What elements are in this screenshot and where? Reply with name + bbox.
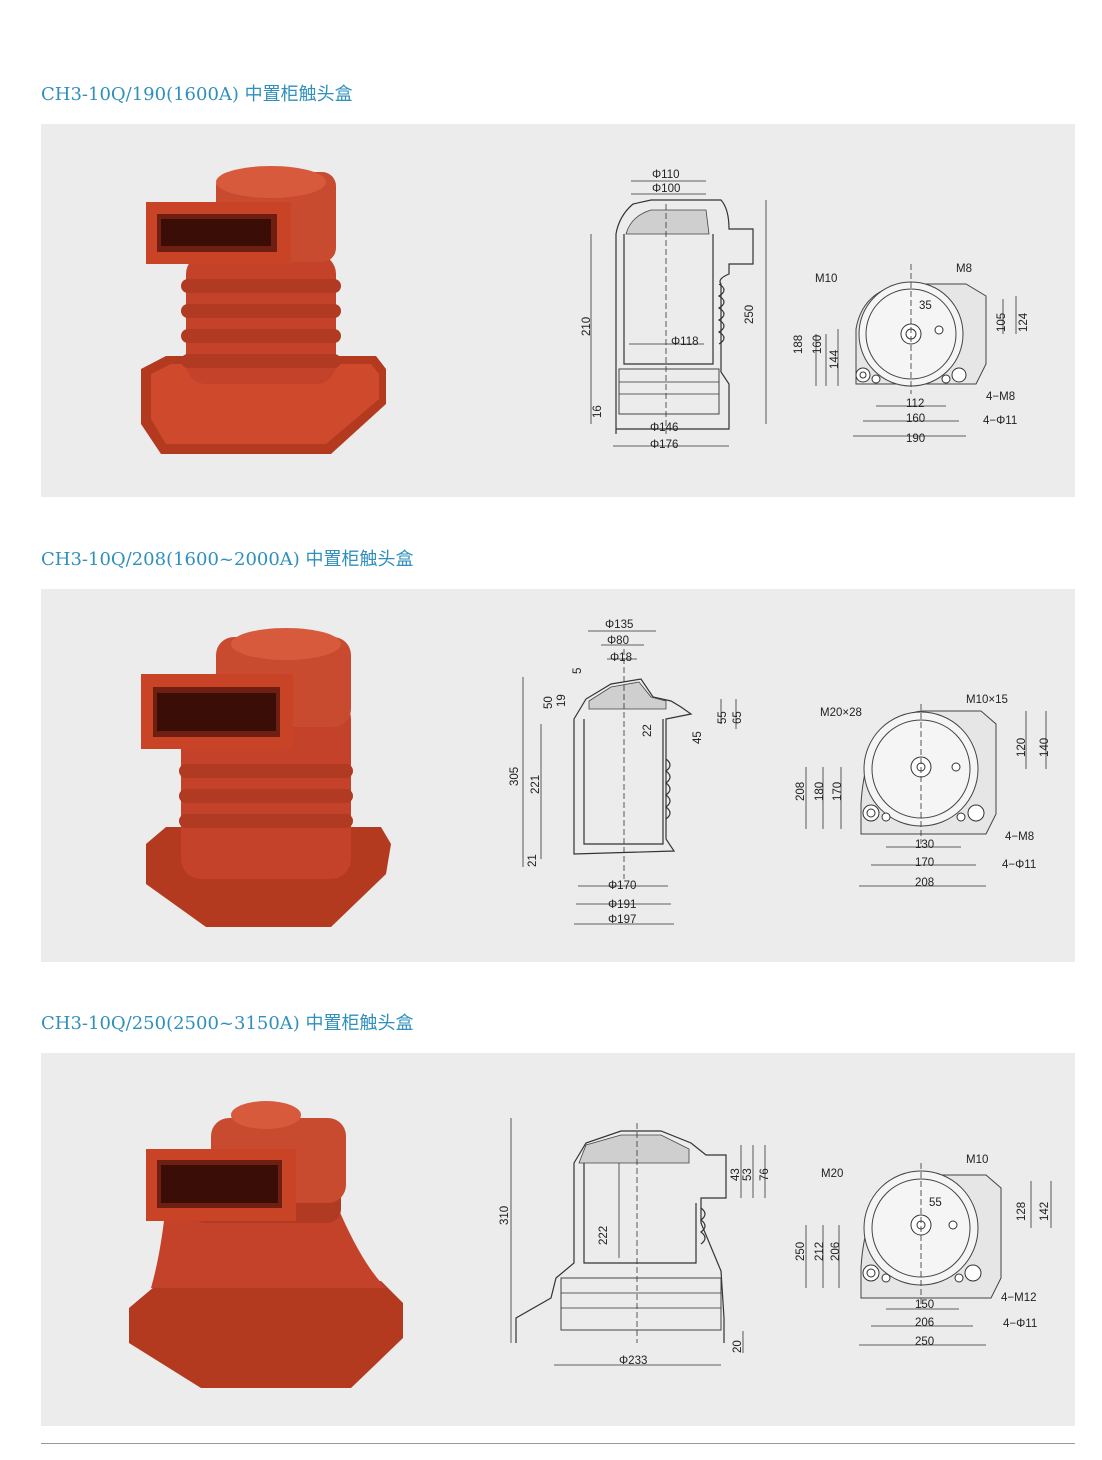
dim-21: 21 [527, 854, 539, 867]
plan-label-4m8-b: 4−M8 [1005, 831, 1034, 843]
plan-dim-160: 160 [812, 335, 824, 354]
dim-phi176: Φ176 [650, 439, 678, 451]
plan-dim-206: 206 [830, 1242, 842, 1261]
dim-phi135: Φ135 [605, 619, 633, 631]
footer-divider [41, 1443, 1075, 1444]
plan-label-m20x28: M20×28 [820, 707, 862, 719]
section-2-title: CH3-10Q/208(1600~2000A) 中置柜触头盒 [41, 549, 414, 570]
dim-222: 222 [598, 1226, 610, 1245]
dim-76: 76 [759, 1168, 771, 1181]
side-section-drawing-1: Φ110 Φ100 210 250 Φ118 16 Φ146 Φ176 [581, 169, 767, 451]
plan-dim-150: 150 [915, 1299, 934, 1311]
contact-box-photo-3 [129, 1101, 403, 1388]
contact-box-photo-1 [141, 166, 386, 454]
section-3-panel: 310 222 43 53 76 20 Φ233 [41, 1053, 1075, 1426]
side-section-drawing-3: 310 222 43 53 76 20 Φ233 [499, 1118, 771, 1367]
plan-label-4m12: 4−M12 [1001, 1292, 1036, 1304]
dim-phi197: Φ197 [608, 914, 636, 926]
dim-310: 310 [499, 1206, 511, 1225]
plan-dim-212: 212 [814, 1242, 826, 1261]
dim-16: 16 [592, 405, 604, 418]
dim-305: 305 [509, 767, 521, 786]
plan-dim-208: 208 [795, 782, 807, 801]
dim-53: 53 [742, 1168, 754, 1181]
dim-22: 22 [642, 724, 654, 737]
plan-dim-120: 120 [1016, 738, 1028, 757]
dim-50: 50 [543, 696, 555, 709]
plan-dim-250: 250 [795, 1242, 807, 1261]
plan-view-drawing-2: M20×28 M10×15 120 140 208 180 170 130 17… [795, 694, 1051, 889]
plan-dim-140: 140 [1039, 738, 1051, 757]
plan-dim-170b: 170 [915, 857, 934, 869]
plan-dim-112: 112 [906, 398, 924, 410]
dim-phi191: Φ191 [608, 899, 636, 911]
plan-dim-55: 55 [929, 1197, 942, 1209]
dim-phi118: Φ118 [671, 336, 699, 348]
plan-label-m20: M20 [821, 1168, 843, 1180]
plan-dim-206b: 206 [915, 1317, 934, 1329]
plan-label-4m8: 4−M8 [986, 391, 1015, 403]
plan-dim-180: 180 [814, 782, 826, 801]
contact-box-photo-2 [141, 628, 391, 927]
plan-label-m8: M8 [956, 263, 972, 275]
plan-dim-190: 190 [906, 433, 925, 445]
dim-phi80: Φ80 [607, 635, 629, 647]
dim-phi18: Φ18 [610, 652, 632, 664]
plan-dim-188: 188 [793, 335, 805, 354]
dim-phi100: Φ100 [652, 183, 680, 195]
dim-phi233: Φ233 [619, 1355, 647, 1367]
section-3-title: CH3-10Q/250(2500~3150A) 中置柜触头盒 [41, 1013, 414, 1034]
section-1-panel: Φ110 Φ100 210 250 Φ118 16 Φ146 Φ176 [41, 124, 1075, 497]
dim-65: 65 [732, 711, 744, 724]
dim-19: 19 [556, 694, 568, 707]
plan-label-m10: M10 [815, 273, 837, 285]
dim-210: 210 [581, 317, 593, 336]
dim-43: 43 [730, 1168, 742, 1181]
section-1-title: CH3-10Q/190(1600A) 中置柜触头盒 [41, 84, 353, 105]
plan-view-drawing-3: M20 M10 55 128 142 250 212 206 150 206 2… [795, 1154, 1052, 1348]
dim-phi146: Φ146 [650, 422, 678, 434]
plan-dim-170: 170 [832, 782, 844, 801]
plan-dim-250b: 250 [915, 1336, 934, 1348]
plan-dim-128: 128 [1016, 1202, 1028, 1221]
plan-dim-208b: 208 [915, 877, 934, 889]
plan-dim-35: 35 [919, 300, 932, 312]
dim-45: 45 [692, 731, 704, 744]
plan-dim-124: 124 [1018, 312, 1030, 332]
plan-dim-142: 142 [1039, 1202, 1051, 1221]
dim-221: 221 [530, 775, 542, 794]
plan-dim-160b: 160 [906, 413, 925, 425]
dim-20: 20 [732, 1340, 744, 1353]
plan-label-m10x15: M10×15 [966, 694, 1008, 706]
plan-dim-144: 144 [829, 349, 841, 369]
dim-250: 250 [744, 305, 756, 324]
plan-label-4phi11: 4−Φ11 [983, 415, 1017, 427]
dim-55: 55 [717, 711, 729, 724]
dim-5: 5 [572, 668, 584, 674]
plan-label-m10-c: M10 [966, 1154, 988, 1166]
section-2-panel: Φ135 Φ80 Φ18 5 50 19 55 65 22 45 305 221… [41, 589, 1075, 962]
plan-view-drawing-1: M10 M8 35 105 124 188 160 144 112 160 19… [793, 263, 1030, 445]
dim-phi170: Φ170 [608, 880, 636, 892]
plan-label-4phi11-c: 4−Φ11 [1003, 1318, 1037, 1330]
plan-dim-130: 130 [915, 839, 934, 851]
plan-label-4phi11-b: 4−Φ11 [1002, 859, 1036, 871]
plan-dim-105: 105 [996, 313, 1008, 332]
side-section-drawing-2: Φ135 Φ80 Φ18 5 50 19 55 65 22 45 305 221… [509, 619, 744, 926]
dim-phi110: Φ110 [652, 169, 680, 181]
